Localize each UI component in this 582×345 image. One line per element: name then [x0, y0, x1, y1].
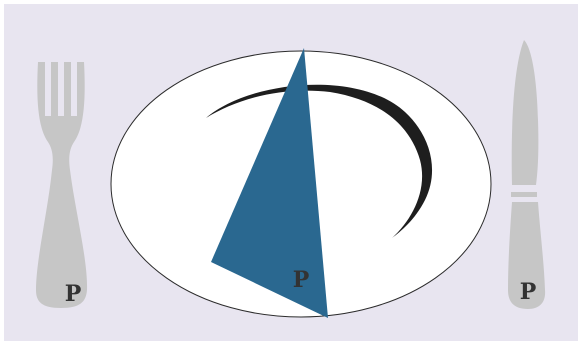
plate-icon: P — [111, 48, 491, 318]
fork-icon: P — [36, 62, 87, 308]
plate-letter: P — [293, 267, 310, 293]
knife-icon: P — [508, 40, 545, 309]
knife-letter: P — [520, 279, 537, 305]
fork-letter: P — [65, 281, 82, 307]
